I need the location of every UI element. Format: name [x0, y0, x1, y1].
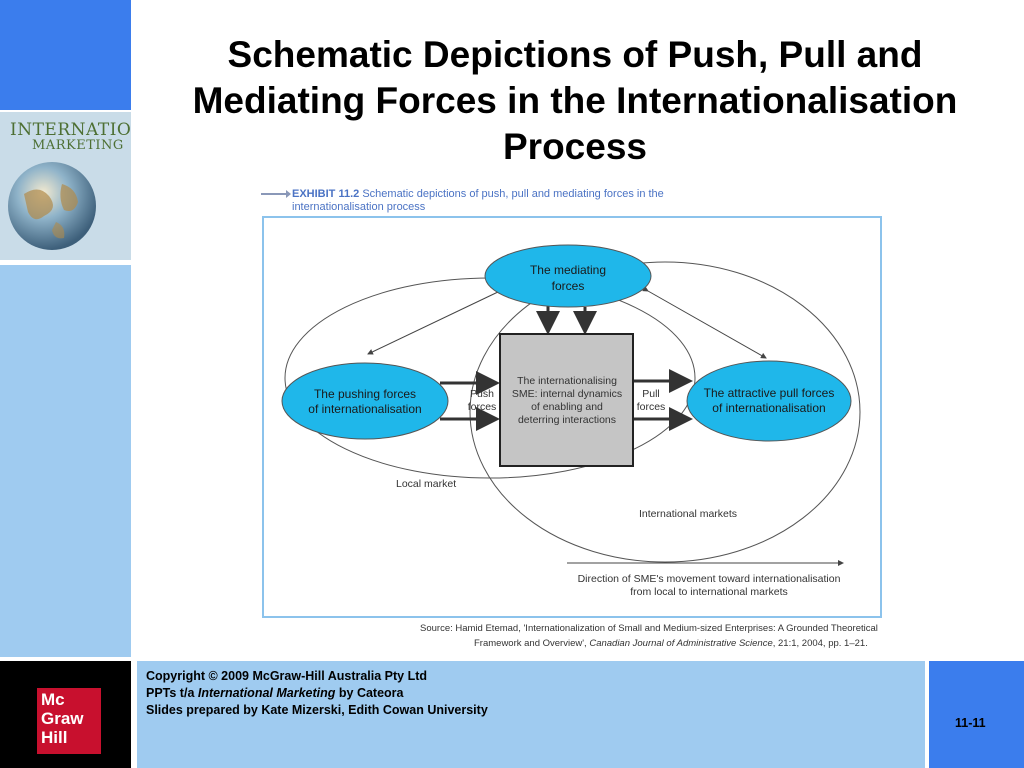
exhibit-caption-text-2: internationalisation process [292, 201, 426, 213]
mcg-line-3: Hill [41, 728, 68, 747]
book-cover-logo: INTERNATIONAL MARKETING [0, 112, 131, 260]
mediating-label-1: The mediating [530, 263, 606, 277]
title-line-3: Process [503, 126, 647, 167]
page-number-panel [929, 661, 1024, 768]
international-markets-ellipse [469, 261, 861, 563]
source-citation: Source: Hamid Etemad, 'Internationalizat… [420, 621, 882, 651]
sme-label-4: deterring interactions [518, 414, 616, 426]
ppts-line: PPTs t/a International Marketing by Cate… [146, 685, 488, 702]
source-details: , 21:1, 2004, pp. 1–21. [772, 638, 868, 649]
source-journal: Canadian Journal of Administrative Scien… [589, 638, 773, 649]
ppts-suffix: by Cateora [335, 686, 404, 700]
prepared-by-text: Slides prepared by Kate Mizerski, Edith … [146, 703, 488, 717]
exhibit-caption-text-1: Schematic depictions of push, pull and m… [362, 188, 664, 200]
pull-forces-label-1: Pull [642, 388, 660, 400]
footer-bar [137, 661, 925, 768]
sme-label-2: SME: internal dynamics [512, 388, 622, 400]
direction-label-2: from local to international markets [630, 586, 788, 598]
footer-credits: Copyright © 2009 McGraw-Hill Australia P… [146, 668, 488, 719]
push-forces-label-2: forces [468, 401, 497, 413]
source-line-2: Framework and Overview', Canadian Journa… [420, 636, 882, 651]
direction-label-1: Direction of SME's movement toward inter… [578, 573, 841, 585]
logo-text-international: INTERNATIONAL [10, 120, 131, 140]
pull-forces-oval [686, 360, 852, 442]
pushing-label-2: of internationalisation [308, 402, 421, 416]
title-line-1: Schematic Depictions of Push, Pull and [227, 34, 923, 75]
pull-label-1: The attractive pull forces [704, 386, 835, 400]
pull-label-2: of internationalisation [712, 401, 825, 415]
logo-text-marketing: MARKETING [32, 138, 124, 153]
left-rail-lower-block [0, 265, 131, 657]
page-number: 11-11 [955, 716, 986, 730]
source-text: Framework and Overview', [474, 638, 590, 649]
exhibit-label: EXHIBIT 11.2 [292, 188, 360, 200]
sme-label-1: The internationalising [517, 375, 617, 387]
mediating-forces-oval [484, 244, 652, 308]
slide-title: Schematic Depictions of Push, Pull and M… [150, 32, 1000, 170]
forces-diagram: The mediating forces The pushing forces … [281, 244, 861, 598]
source-line-1: Source: Hamid Etemad, 'Internationalizat… [420, 623, 878, 634]
mediating-pushing-arrow [367, 286, 506, 355]
ppts-title: International Marketing [197, 686, 336, 700]
left-rail-top-block [0, 0, 131, 110]
mcg-line-2: Graw [41, 709, 84, 728]
ppts-prefix: PPTs t/a [146, 686, 198, 700]
exhibit-caption: EXHIBIT 11.2 Schematic depictions of pus… [292, 188, 712, 214]
title-line-2: Mediating Forces in the Internationalisa… [192, 80, 958, 121]
mcg-line-1: Mc [41, 690, 65, 709]
exhibit-arrow-icon [261, 190, 291, 198]
mediating-pull-arrow [642, 285, 767, 359]
sme-label-3: of enabling and [531, 401, 603, 413]
local-market-label: Local market [396, 478, 456, 490]
mcgraw-hill-logo: Mc Graw Hill [37, 688, 101, 754]
globe-icon [8, 162, 96, 250]
pushing-label-1: The pushing forces [314, 387, 416, 401]
international-markets-label: International markets [639, 508, 737, 520]
sme-box [499, 333, 634, 467]
pull-forces-label-2: forces [637, 401, 666, 413]
push-forces-label-1: Push [470, 388, 494, 400]
copyright-text: Copyright © 2009 McGraw-Hill Australia P… [146, 669, 428, 683]
pushing-forces-oval [281, 362, 449, 440]
mediating-label-2: forces [552, 279, 585, 293]
